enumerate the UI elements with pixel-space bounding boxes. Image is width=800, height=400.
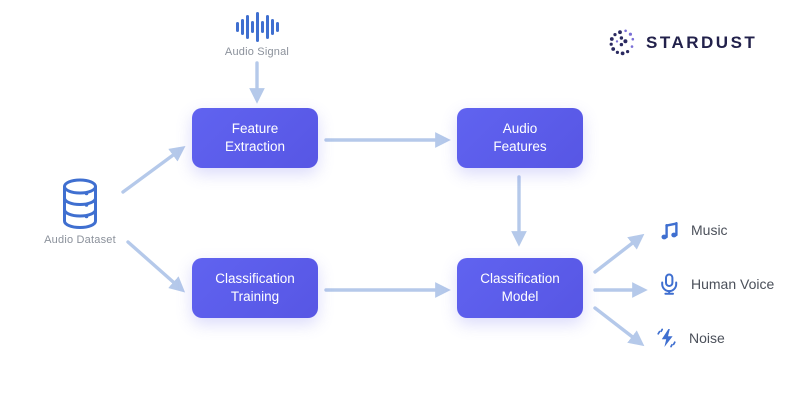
stardust-logo-text: STARDUST: [646, 33, 758, 52]
classification-model-node: Classification Model: [457, 258, 583, 318]
stardust-logo: STARDUST: [607, 27, 757, 59]
database-icon: [63, 178, 97, 230]
waveform-icon: [236, 9, 279, 45]
feature-extraction-node: Feature Extraction: [192, 108, 318, 168]
output-music: Music: [657, 218, 728, 242]
stardust-logo-icon: [609, 29, 635, 56]
arrow-model-to-noise: [593, 306, 645, 347]
output-noise: Noise: [655, 326, 725, 350]
audio-signal-label: Audio Signal: [224, 46, 290, 58]
noise-icon: [657, 328, 676, 348]
arrow-dataset-to-feature-extraction: [121, 145, 186, 194]
arrow-model-to-music: [593, 233, 645, 274]
classification-training-node: Classification Training: [192, 258, 318, 318]
output-noise-label: Noise: [689, 330, 725, 346]
music-icon: [661, 222, 678, 240]
audio-dataset-label: Audio Dataset: [44, 234, 116, 246]
output-music-label: Music: [691, 222, 728, 238]
microphone-icon: [661, 273, 678, 295]
output-human-voice-label: Human Voice: [691, 276, 775, 292]
output-human-voice: Human Voice: [657, 272, 774, 296]
arrow-dataset-to-classification-training: [126, 240, 186, 293]
audio-features-node: Audio Features: [457, 108, 583, 168]
